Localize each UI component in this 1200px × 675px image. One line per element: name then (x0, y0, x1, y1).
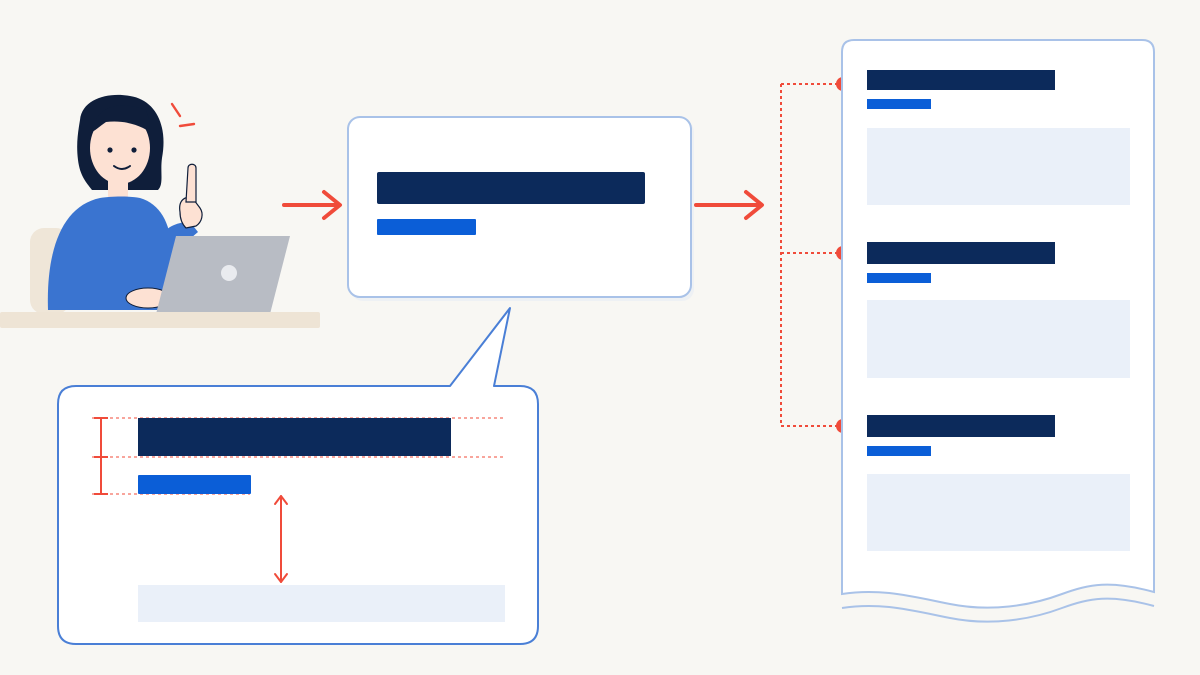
section-heading-bar (867, 415, 1055, 437)
desk (0, 312, 320, 328)
section-body-block (867, 474, 1130, 551)
mouth (113, 165, 131, 170)
bangs (92, 105, 150, 132)
page-section (867, 70, 1130, 205)
laptop-logo (221, 265, 237, 281)
card-subheading-bar (377, 219, 476, 235)
hand (179, 197, 203, 229)
arrow-right-icon (282, 190, 342, 220)
eye-left (107, 147, 113, 153)
section-connector (780, 77, 850, 433)
page-document (841, 39, 1155, 623)
page-section (867, 242, 1130, 378)
arrow-right-icon (694, 190, 764, 220)
center-card (347, 116, 694, 301)
section-subheading-bar (867, 273, 931, 283)
spacing-callout (57, 307, 539, 645)
callout-body-block (138, 585, 505, 622)
height-measure (94, 417, 108, 495)
callout-subheading-bar (138, 475, 251, 494)
eye-right (131, 147, 137, 153)
vertical-measure-icon (274, 495, 288, 583)
section-body-block (867, 128, 1130, 205)
face (90, 112, 150, 184)
person-at-laptop (0, 94, 320, 328)
section-subheading-bar (867, 446, 931, 456)
page-section (867, 415, 1130, 551)
card-heading-bar (377, 172, 645, 204)
sweater (47, 196, 176, 310)
page-tear-edge (841, 597, 1155, 623)
pointing-finger (185, 163, 197, 203)
section-subheading-bar (867, 99, 931, 109)
section-body-block (867, 300, 1130, 378)
callout-heading-bar (138, 418, 451, 456)
section-heading-bar (867, 242, 1055, 264)
section-heading-bar (867, 70, 1055, 90)
idea-spark-icon (170, 102, 196, 128)
